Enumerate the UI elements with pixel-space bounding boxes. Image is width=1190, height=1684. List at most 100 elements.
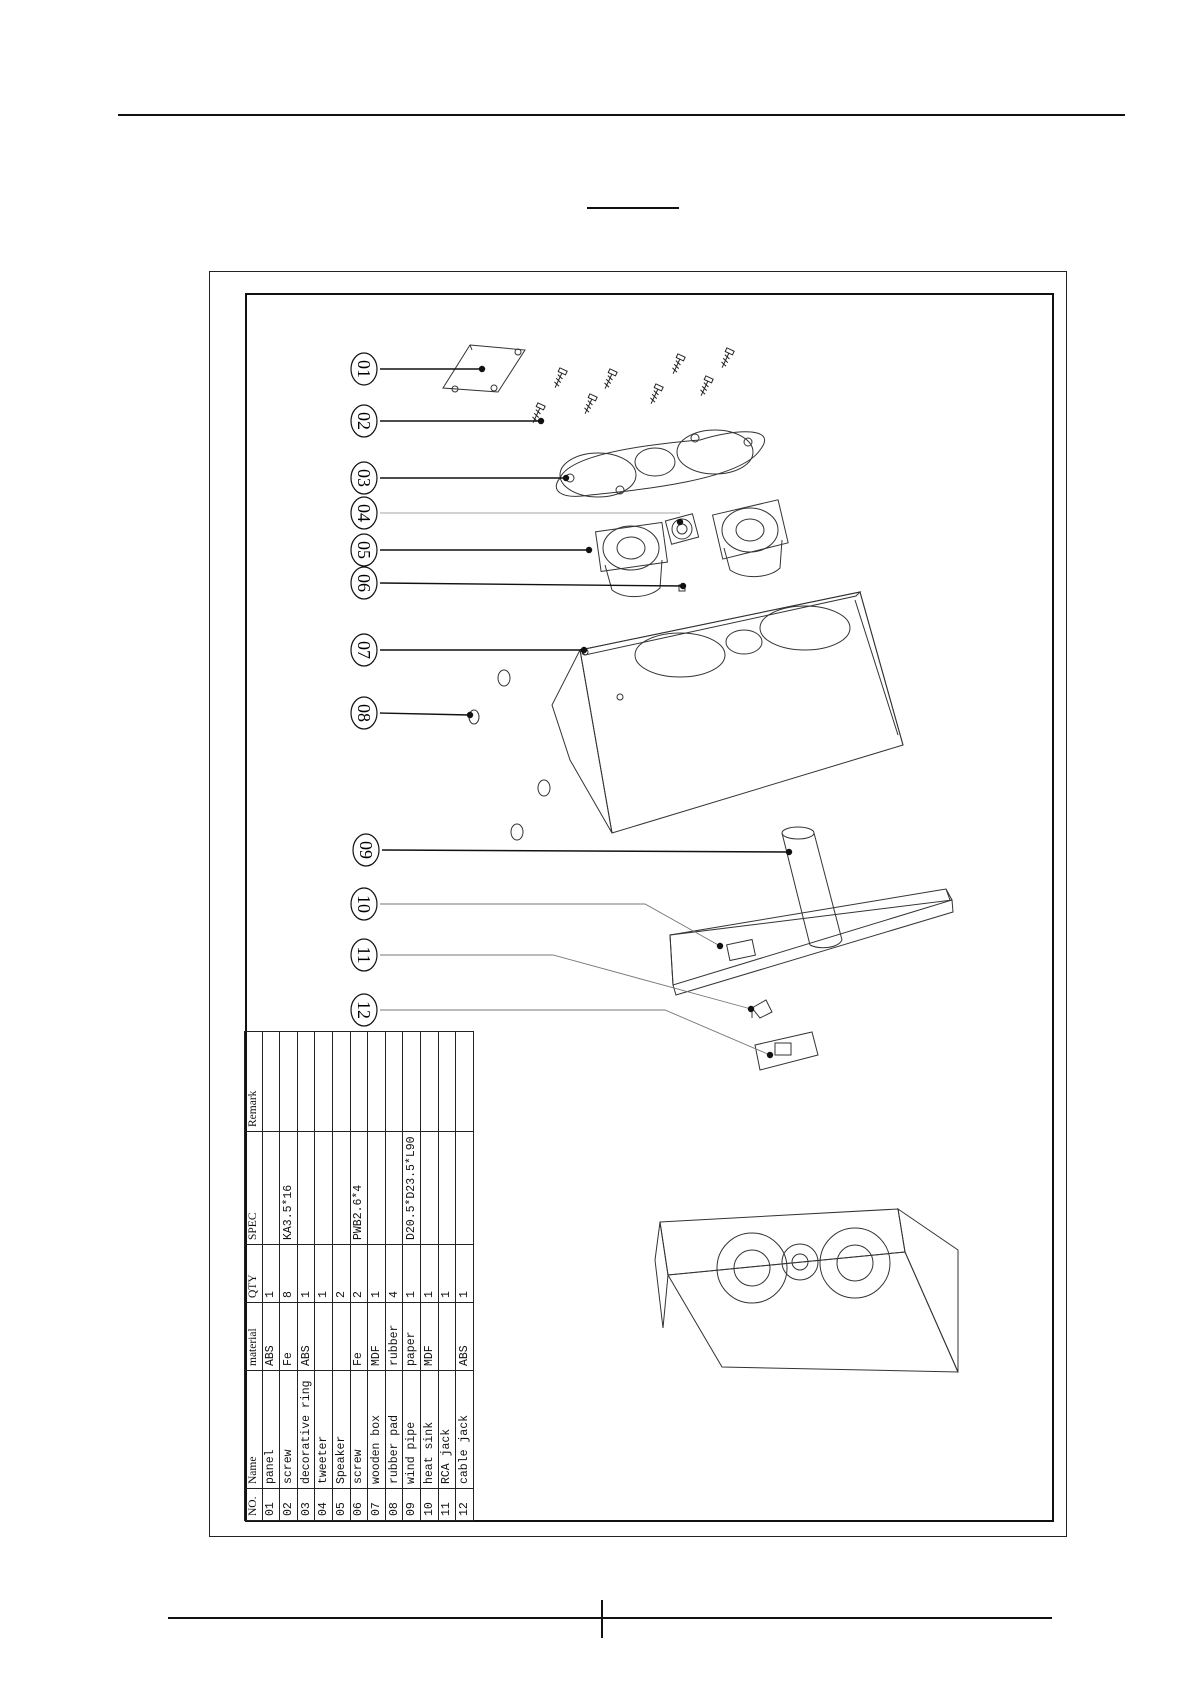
- bom-cell-name: screw: [350, 1370, 368, 1489]
- callout-02: 02: [350, 404, 378, 438]
- bom-cell-no: 11: [438, 1488, 456, 1521]
- bom-cell-name: wind pipe: [402, 1370, 421, 1489]
- callout-labels: 01 02 03 04 05 06 07 08: [350, 352, 380, 1027]
- callout-01: 01: [350, 352, 378, 386]
- bom-cell-material: Fe: [350, 1302, 368, 1371]
- cable-jack-part: [754, 1031, 819, 1071]
- callout-03: 03: [350, 461, 378, 495]
- callout-label-10: 10: [354, 895, 374, 913]
- bom-header-name: Name: [244, 1370, 263, 1489]
- bom-cell-qty: 2: [350, 1244, 368, 1303]
- bom-cell-material: [332, 1302, 351, 1371]
- callout-label-01: 01: [354, 360, 374, 378]
- bom-cell-material: rubber: [385, 1302, 403, 1371]
- bom-header-no: NO.: [244, 1488, 263, 1521]
- bom-cell-remark: [297, 1031, 315, 1132]
- rca-jack-part: [751, 999, 773, 1019]
- bom-cell-no: 01: [262, 1488, 280, 1521]
- bom-cell-remark: [332, 1031, 351, 1132]
- bom-cell-material: MDF: [367, 1302, 386, 1371]
- bom-cell-spec: [385, 1131, 403, 1245]
- bom-cell-no: 12: [455, 1488, 474, 1521]
- callout-label-04: 04: [354, 504, 374, 522]
- panel-part: [442, 344, 526, 393]
- bom-header-material: material: [244, 1302, 263, 1371]
- bom-cell-material: ABS: [262, 1302, 280, 1371]
- wooden-box-part: [497, 591, 904, 841]
- bom-cell-qty: 1: [314, 1244, 333, 1303]
- bom-cell-material: MDF: [420, 1302, 439, 1371]
- bom-cell-no: 05: [332, 1488, 351, 1521]
- callout-leaders: [379, 365, 793, 1059]
- bom-cell-material: paper: [402, 1302, 421, 1371]
- bom-cell-qty: 8: [279, 1244, 298, 1303]
- bom-cell-remark: [420, 1031, 439, 1132]
- bom-cell-name: panel: [262, 1370, 280, 1489]
- footer-center-tick: [601, 1600, 603, 1638]
- bom-cell-qty: 1: [297, 1244, 315, 1303]
- bom-cell-remark: [279, 1031, 298, 1132]
- bom-cell-qty: 1: [420, 1244, 439, 1303]
- bom-cell-material: [438, 1302, 456, 1371]
- bom-cell-spec: [438, 1131, 456, 1245]
- callout-05: 05: [350, 533, 378, 567]
- header-rule: [118, 114, 1125, 116]
- bom-cell-no: 10: [420, 1488, 439, 1521]
- bom-cell-material: ABS: [455, 1302, 474, 1371]
- bom-cell-name: rubber pad: [385, 1370, 403, 1489]
- drawing-inner-frame: [245, 293, 1054, 1522]
- bom-cell-no: 03: [297, 1488, 315, 1521]
- speaker-part-left: [594, 521, 669, 597]
- bom-cell-remark: [402, 1031, 421, 1132]
- footer-rule: [168, 1617, 1052, 1619]
- bom-cell-spec: [314, 1131, 333, 1245]
- callout-label-06: 06: [354, 574, 374, 592]
- callout-07: 07: [350, 633, 378, 667]
- callout-label-12: 12: [354, 1001, 374, 1019]
- callout-08: 08: [350, 696, 378, 730]
- bom-cell-qty: 1: [438, 1244, 456, 1303]
- callout-label-08: 08: [354, 704, 374, 722]
- bom-cell-spec: [297, 1131, 315, 1245]
- callout-06: 06: [350, 566, 378, 600]
- bom-cell-remark: [262, 1031, 280, 1132]
- bom-header-remark: Remark: [244, 1031, 263, 1132]
- callout-label-07: 07: [354, 641, 374, 659]
- bom-cell-spec: KA3.5*16: [279, 1131, 298, 1245]
- bom-cell-name: cable jack: [455, 1370, 474, 1489]
- bom-cell-remark: [314, 1031, 333, 1132]
- bom-cell-name: heat sink: [420, 1370, 439, 1489]
- tweeter-part: [664, 513, 700, 545]
- bom-cell-spec: [420, 1131, 439, 1245]
- callout-12: 12: [350, 993, 378, 1027]
- callout-label-02: 02: [354, 412, 374, 430]
- callout-label-11: 11: [354, 946, 374, 963]
- bom-cell-name: tweeter: [314, 1370, 333, 1489]
- bom-cell-name: wooden box: [367, 1370, 386, 1489]
- title-underline: [587, 207, 679, 209]
- decorative-ring-part: [555, 429, 766, 498]
- callout-10: 10: [350, 887, 378, 921]
- bom-cell-no: 07: [367, 1488, 386, 1521]
- bom-cell-remark: [385, 1031, 403, 1132]
- bom-cell-qty: 4: [385, 1244, 403, 1303]
- bom-cell-name: decorative ring: [297, 1370, 315, 1489]
- bom-cell-qty: 2: [332, 1244, 351, 1303]
- bom-cell-material: ABS: [297, 1302, 315, 1371]
- bom-cell-no: 09: [402, 1488, 421, 1521]
- assembled-speaker-view: [654, 1207, 959, 1373]
- bom-cell-material: [314, 1302, 333, 1371]
